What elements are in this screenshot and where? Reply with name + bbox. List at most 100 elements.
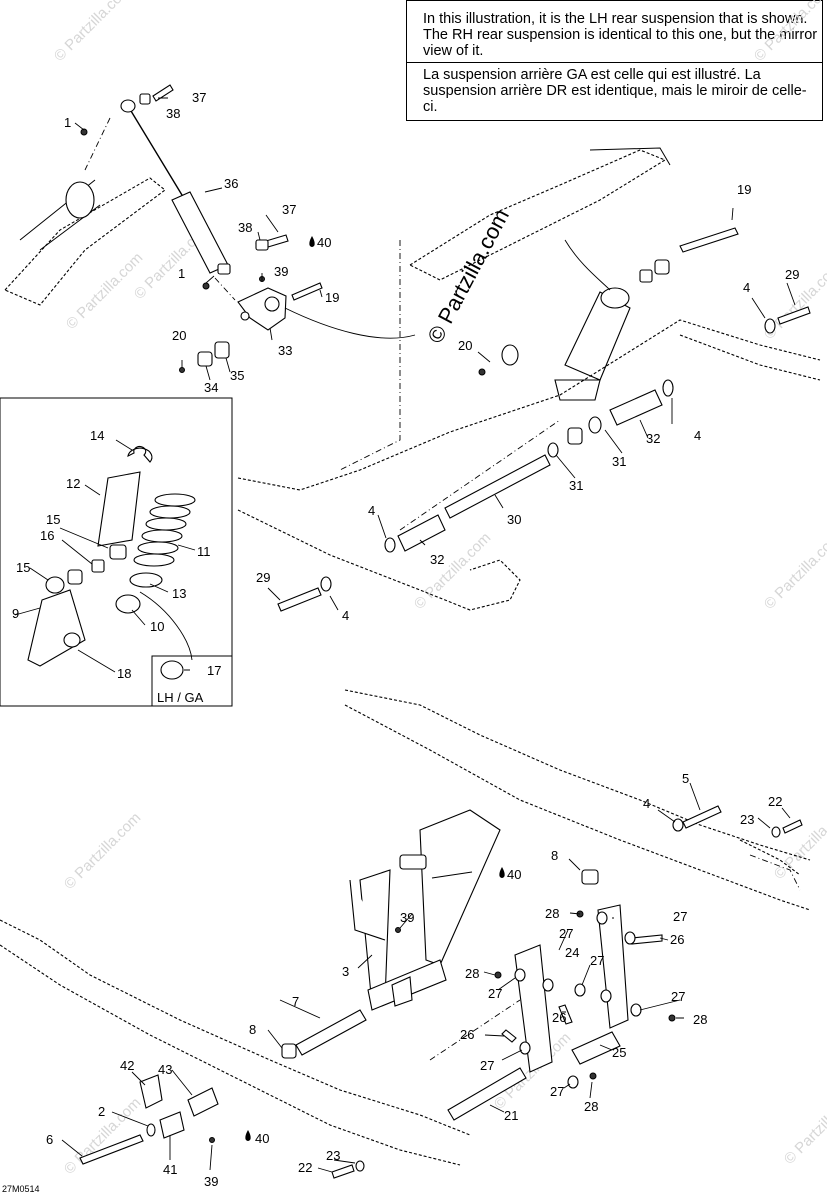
grease-fitting-39-c: [209, 1137, 215, 1143]
bushing-38-lower: [217, 263, 231, 275]
washer-4-lower-right: [672, 818, 684, 832]
watermarks: © Partzilla.com © Partzilla.com © Partzi…: [51, 0, 827, 1178]
callout-8: 8: [551, 848, 558, 863]
washer-23-top: [771, 826, 781, 838]
tube-25: [571, 1031, 621, 1065]
bolt-19-right: [679, 227, 739, 253]
leader-lines: [14, 97, 796, 1173]
bushing-15-lower: [45, 576, 65, 594]
callout-27: 27: [559, 926, 573, 941]
callout-31: 31: [612, 454, 626, 469]
callout-26: 26: [670, 932, 684, 947]
callout-4: 4: [743, 280, 750, 295]
callout-11: 11: [197, 544, 211, 559]
washer-27-e: [574, 983, 586, 997]
callout-1: 1: [64, 115, 71, 130]
bushing-15-upper: [109, 544, 127, 560]
callout-43: 43: [158, 1062, 172, 1077]
assembly-line-a: [84, 117, 111, 171]
arm-handle: [349, 879, 386, 941]
callout-15: 15: [46, 512, 60, 527]
nut-28-c: [668, 1014, 676, 1022]
bushing-20-area: [501, 344, 519, 366]
shock-body-main: [564, 291, 631, 381]
callout-23: 23: [326, 1148, 340, 1163]
rail-right-piece: [679, 334, 821, 381]
callout-24: 24: [565, 945, 579, 960]
bracket-33-hole: [264, 296, 280, 312]
callout-31: 31: [569, 478, 583, 493]
callout-19: 19: [737, 182, 751, 197]
right-rail-end: [739, 839, 801, 876]
callout-4: 4: [342, 608, 349, 623]
washer-31-b: [547, 442, 559, 458]
axle-assembly-line: [399, 419, 561, 531]
bolt-26-b: [558, 1004, 573, 1025]
callout-32: 32: [646, 431, 660, 446]
assembly-line-b: [214, 277, 236, 301]
sleeve-15: [67, 569, 83, 585]
callout-40: 40: [317, 235, 331, 250]
callout-13: 13: [172, 586, 186, 601]
nut-20-right: [478, 368, 486, 376]
callout-28: 28: [584, 1099, 598, 1114]
callout-15: 15: [16, 560, 30, 575]
washer-27-g: [630, 1003, 642, 1017]
callout-30: 30: [507, 512, 521, 527]
callout-20: 20: [172, 328, 186, 343]
callout-6: 6: [46, 1132, 53, 1147]
washer-27-c: [514, 968, 526, 982]
callout-27: 27: [673, 909, 687, 924]
callout-39: 39: [274, 264, 288, 279]
rail-dash-vertical: [339, 240, 401, 471]
callout-2: 2: [98, 1104, 105, 1119]
bolt-26-a: [631, 934, 663, 945]
arm-upper-pin: [399, 854, 427, 870]
watermark-bottom-right: © Partzilla.com: [781, 1084, 827, 1167]
watermark-center: © Partzilla.com: [422, 205, 514, 348]
washer-27-d: [542, 978, 554, 992]
bushing-31: [567, 427, 583, 445]
note-english: In this illustration, it is the LH rear …: [423, 11, 818, 59]
washer-4-right: [764, 318, 776, 334]
callout-10: 10: [150, 619, 164, 634]
callout-37: 37: [192, 90, 206, 105]
grease-fitting-39-b: [395, 927, 401, 933]
callout-38: 38: [166, 106, 180, 121]
front-shock-assembly: [4, 84, 416, 373]
grease-drop-icon: [309, 236, 315, 247]
spring-11: [133, 493, 196, 567]
watermark-top-left: © Partzilla.com: [51, 0, 134, 65]
bracket-33: [237, 287, 287, 331]
callout-29: 29: [256, 570, 270, 585]
watermark-lower-left: © Partzilla.com: [61, 809, 144, 892]
axle-7: [295, 1009, 367, 1056]
callout-38: 38: [238, 220, 252, 235]
spacer-43: [187, 1087, 219, 1117]
rail-bottom-edge: [237, 509, 521, 611]
axle-21: [447, 1067, 527, 1121]
callouts: 1 37 38 36 37 38 40 1 39 19 20 33 34 35 …: [12, 90, 799, 1189]
callout-4: 4: [368, 503, 375, 518]
callout-27: 27: [671, 989, 685, 1004]
block-41: [159, 1111, 185, 1139]
callout-27: 27: [550, 1084, 564, 1099]
callout-23: 23: [740, 812, 754, 827]
callout-37: 37: [282, 202, 296, 217]
bushing-38-b: [255, 239, 269, 251]
callout-21: 21: [504, 1108, 518, 1123]
grease-drop-icon: [499, 867, 505, 878]
spring-seat-13: [129, 572, 163, 588]
rear-arm-assembly: [79, 805, 803, 1179]
callout-33: 33: [278, 343, 292, 358]
callout-16: 16: [40, 528, 54, 543]
callout-27: 27: [480, 1058, 494, 1073]
callout-27: 27: [488, 986, 502, 1001]
rear-shock-ghost: [408, 149, 667, 281]
callout-20: 20: [458, 338, 472, 353]
front-arm-outline: [4, 177, 166, 306]
callout-19: 19: [325, 290, 339, 305]
bolt-29-right: [777, 306, 811, 325]
bolt-29-left: [277, 587, 322, 612]
